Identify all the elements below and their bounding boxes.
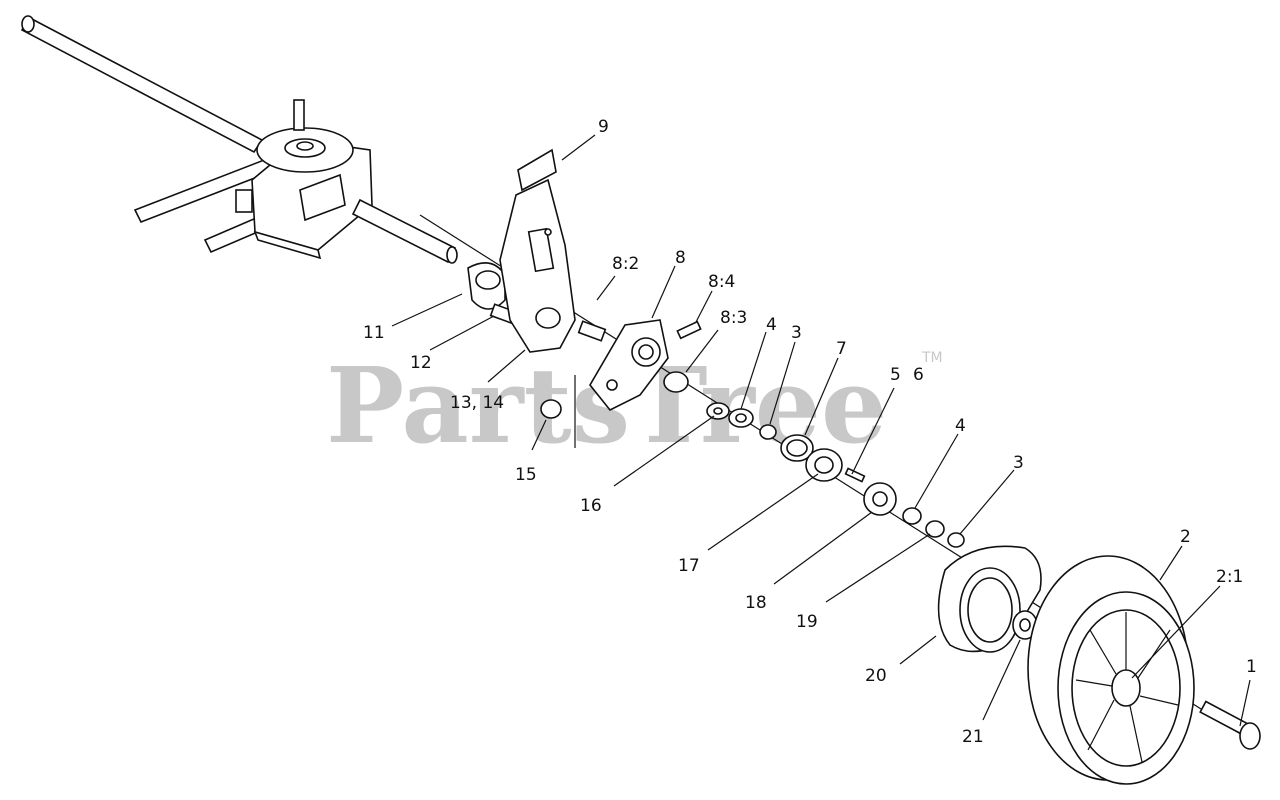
part-15-nut <box>540 399 562 419</box>
part-8-2-pin <box>577 320 607 342</box>
callout-16: 16 <box>580 496 602 516</box>
part-16-washer <box>706 402 730 420</box>
part-8-3-spacer <box>663 371 689 393</box>
callout-6: 6 <box>913 365 924 385</box>
part-5-6-key <box>844 467 866 483</box>
callout-13-14: 13, 14 <box>450 393 504 413</box>
part-2-wheel <box>1027 555 1195 785</box>
handle-bar-upper <box>20 15 264 154</box>
callout-7: 7 <box>836 339 847 359</box>
part-17-bearing <box>805 448 843 482</box>
callout-8-2: 8:2 <box>612 254 639 274</box>
callout-17: 17 <box>678 556 700 576</box>
callout-4b: 4 <box>955 416 966 436</box>
transmission-gearbox <box>235 99 373 260</box>
leader-lines <box>391 134 1251 727</box>
part-18-gear <box>863 482 897 516</box>
callout-8: 8 <box>675 248 686 268</box>
callout-8-3: 8:3 <box>720 308 747 328</box>
callout-21: 21 <box>962 727 984 747</box>
callout-5: 5 <box>890 365 901 385</box>
watermark-tm: TM <box>921 350 943 366</box>
callout-11: 11 <box>363 323 385 343</box>
part-19-washer <box>925 520 945 538</box>
part-1-bolt <box>1199 700 1261 750</box>
part-4-washer-b <box>902 507 922 525</box>
callout-2: 2 <box>1180 527 1191 547</box>
callout-15: 15 <box>515 465 537 485</box>
output-shaft <box>351 198 458 264</box>
callout-3b: 3 <box>1013 453 1024 473</box>
callout-4a: 4 <box>766 315 777 335</box>
callout-9: 9 <box>598 117 609 137</box>
part-8-wheel-arm <box>589 319 669 412</box>
callout-12: 12 <box>410 353 432 373</box>
part-3-clip-a <box>759 424 777 440</box>
callout-2-1: 2:1 <box>1216 567 1243 587</box>
callout-19: 19 <box>796 612 818 632</box>
part-11-bushing <box>467 262 506 310</box>
part-9-bracket <box>499 148 576 353</box>
callout-20: 20 <box>865 666 887 686</box>
callout-8-4: 8:4 <box>708 272 735 292</box>
part-4-washer-a <box>728 408 754 428</box>
callout-3a: 3 <box>791 323 802 343</box>
callout-1: 1 <box>1246 657 1257 677</box>
part-3-clip-b <box>947 532 965 548</box>
callout-18: 18 <box>745 593 767 613</box>
part-8-4-bolt <box>676 320 702 340</box>
part-7-ring <box>780 434 814 462</box>
